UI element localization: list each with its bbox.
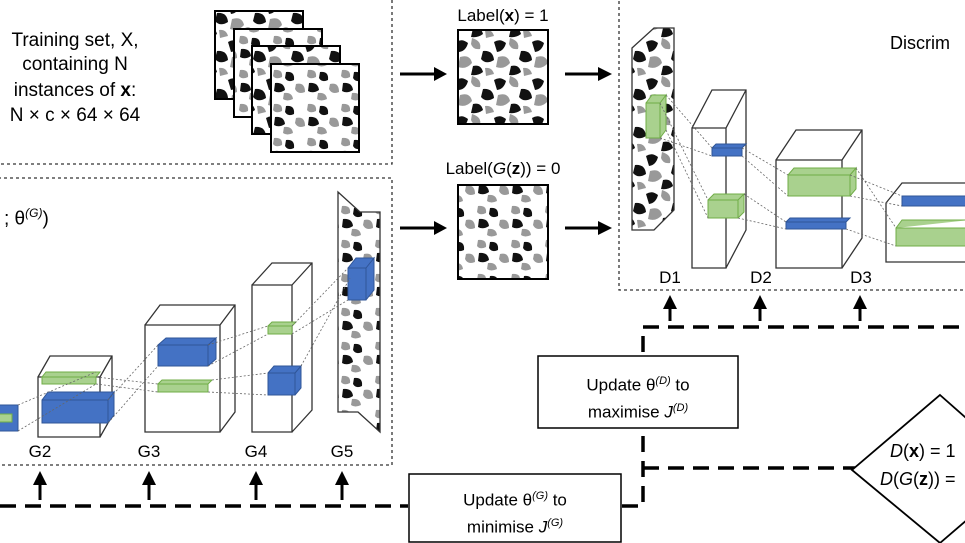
g3-cube [144, 304, 236, 433]
discriminator-title: Discrim [890, 33, 950, 53]
generator-projection-lines [17, 267, 351, 432]
d2-feature-block [711, 143, 748, 157]
decision-diamond [850, 393, 965, 543]
g4-cube [251, 262, 313, 433]
generator-layers [0, 190, 381, 438]
layer-label-g4: G4 [244, 442, 268, 461]
d3-cube [775, 129, 863, 269]
fake-label: Label(G(z)) = 0 [445, 159, 561, 178]
discriminator-box [618, 0, 965, 291]
flow-arrows [400, 67, 612, 235]
layer-label-g5: G5 [330, 442, 354, 461]
update-discriminator-text: Update θ(D) to maximise J(D) [586, 375, 690, 422]
layer-label-d2: D2 [750, 268, 772, 287]
real-sample-image [457, 29, 549, 125]
decision-line-1: D(x) = 1 [890, 441, 956, 461]
layer-label-g2: G2 [28, 442, 52, 461]
layer-label-d1: D1 [659, 268, 681, 287]
training-set-line-3: instances of x: [13, 80, 137, 101]
layer-label-g3: G3 [137, 442, 161, 461]
g2-filter [40, 371, 102, 385]
d4-cube [885, 182, 965, 263]
d3-filter [787, 166, 858, 197]
training-set-line-1: Training set, X, [11, 30, 139, 51]
d4-feature-block [901, 195, 965, 207]
d1-filter [645, 93, 667, 139]
g4-filter [267, 321, 298, 335]
update-generator-box [408, 473, 622, 543]
d2-cube [691, 89, 747, 269]
discriminator-layers [631, 27, 965, 269]
discriminator-projection-lines [659, 94, 903, 247]
d2-filter [707, 192, 746, 219]
generator-box [0, 177, 393, 466]
g3-feature-block [157, 336, 218, 367]
fake-sample-image [457, 184, 549, 280]
layer-label-d3: D3 [850, 268, 872, 287]
generator-param-label: ; θ(G)) [4, 206, 49, 230]
real-label: Label(x) = 1 [457, 6, 549, 25]
g5-output-slab [337, 190, 381, 434]
g3-filter [157, 379, 214, 393]
d4-filter [895, 219, 965, 247]
update-arrows [33, 295, 867, 500]
update-generator-text: Update θ(G) to minimise J(G) [463, 490, 567, 537]
training-image-stack [214, 10, 360, 153]
decision-line-2: D(G(z)) = [880, 469, 956, 489]
g5-feature-block [347, 256, 376, 301]
d3-feature-block [785, 217, 852, 230]
training-set-line-4: N × c × 64 × 64 [9, 105, 141, 126]
training-set-line-2: containing N [22, 54, 128, 75]
g4-feature-block [267, 364, 303, 396]
training-set-box [0, 0, 393, 165]
update-discriminator-box [537, 355, 739, 429]
g1-filter [0, 413, 13, 423]
g2-feature-block [41, 390, 115, 424]
